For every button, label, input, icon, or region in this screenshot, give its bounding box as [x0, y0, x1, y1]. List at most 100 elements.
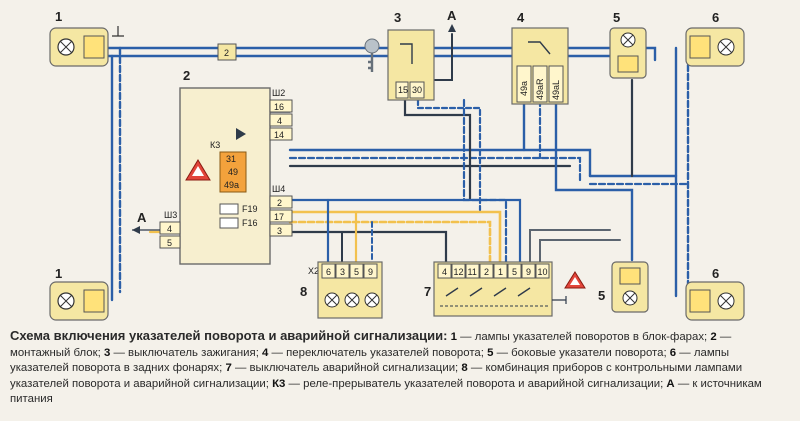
wire-front-top — [106, 46, 657, 62]
label-1-top: 1 — [55, 9, 62, 24]
sw7-pin-box — [465, 263, 480, 279]
sw7-pin-box — [535, 263, 550, 279]
caption-key-4: 5 — [487, 346, 494, 359]
caption-key-2: 3 — [103, 346, 111, 359]
mounting-block: 2 Ш2 16 4 14 Ш4 2 17 3 К3 31 49 49a — [132, 68, 293, 265]
arrow-up-icon — [448, 24, 456, 32]
caption-text-9: — к источникам питания — [10, 377, 762, 406]
sh4-pin-3: 3 — [277, 226, 282, 236]
ign-pin-15: 15 — [398, 85, 408, 95]
label-2: 2 — [183, 68, 190, 83]
hazard-triangle-inner — [192, 166, 204, 176]
figure-caption: Схема включения указателей поворота и ав… — [10, 328, 790, 408]
diode-icon — [236, 128, 246, 140]
caption-key-1: 2 — [710, 331, 717, 343]
sw7-pin-9: 9 — [526, 267, 531, 277]
caption-text-1: — монтажный блок; — [10, 331, 732, 359]
wire-yellow-2 — [288, 220, 492, 264]
ignition-switch: 3 15 30 A — [364, 8, 457, 101]
side-repeater-bottom: 5 — [598, 261, 649, 313]
relay-pin-49: 49 — [228, 167, 238, 177]
wire-ign-30 — [416, 98, 482, 212]
wire-yellow-1 — [288, 210, 502, 264]
sw7-pin-10: 10 — [538, 267, 548, 277]
ground-icon — [112, 26, 124, 37]
caption-text-6: — выключатель аварийной сигнализации; — [231, 362, 462, 375]
sw7-pin-1: 1 — [498, 267, 503, 277]
relay-pin-31: 31 — [226, 154, 236, 164]
arrow-head — [132, 226, 140, 234]
fuse-f19: F19 — [242, 204, 258, 214]
relay-k3: 31 49 49a — [219, 151, 247, 193]
rear-left-front-lamp: 1 — [49, 266, 109, 321]
wire-grey-2 — [539, 239, 621, 263]
caption-text-8: — реле-прерыватель указателей поворота и… — [285, 377, 667, 390]
caption-text-0: — лампы указателей поворотов в блок-фара… — [456, 331, 711, 343]
sw4-pin-49aR: 49aR — [535, 78, 545, 100]
wire-blue-hazard — [288, 198, 522, 264]
x2-pin-6: 6 — [326, 267, 331, 277]
sw4-pin-49a: 49a — [519, 81, 529, 96]
wire-ign-15 — [403, 98, 472, 202]
connector-sh3: 4 5 — [159, 221, 181, 249]
sh4-pin-2: 2 — [277, 198, 282, 208]
sw7-pin-box — [521, 263, 536, 279]
sh2-pin-16: 16 — [274, 102, 284, 112]
connector-sh2: 16 4 14 — [269, 99, 293, 141]
label-6-bottom: 6 — [712, 266, 719, 281]
sw7-pin-5: 5 — [512, 267, 517, 277]
wire-band-2 — [288, 156, 582, 182]
caption-text-7: — комбинация приборов с контрольными лам… — [10, 362, 743, 390]
key-icon — [364, 38, 380, 54]
sw7-pin-box — [451, 263, 466, 279]
label-5-bottom: 5 — [598, 288, 605, 303]
x2-pin-5: 5 — [354, 267, 359, 277]
turn-signal-switch: 4 49a 49aR 49aL — [511, 10, 569, 105]
connector-pin-2: 2 — [224, 48, 229, 58]
wire-sw4-c — [554, 98, 634, 262]
caption-key-7: 8 — [461, 362, 468, 375]
caption-key-8: К3 — [272, 377, 286, 390]
label-1-bottom: 1 — [55, 266, 62, 281]
caption-key-9: А — [666, 377, 675, 390]
ign-pin-30: 30 — [412, 85, 422, 95]
sw7-pin-2: 2 — [484, 267, 489, 277]
fuse-block: F19 F16 — [219, 203, 258, 229]
side-repeater-top: 5 — [609, 10, 647, 79]
wires — [106, 33, 690, 302]
relay-pin-49a: 49a — [224, 180, 239, 190]
label-A-left: A — [137, 210, 147, 225]
sw4-pin-49aL: 49aL — [551, 80, 561, 100]
inline-connector: 2 — [217, 43, 237, 61]
caption-text-4: — боковые указатели поворота; — [493, 346, 670, 359]
connector-sh4: 2 17 3 — [269, 195, 293, 237]
caption-text-3: — переключатель указателей поворота; — [268, 346, 488, 359]
sh3-pin-4: 4 — [167, 224, 172, 234]
caption-items: 1 — лампы указателей поворотов в блок-фа… — [10, 331, 762, 405]
label-8: 8 — [300, 284, 307, 299]
sw7-pin-12: 12 — [454, 267, 464, 277]
caption-key-0: 1 — [450, 331, 457, 343]
caption-key-6: 7 — [225, 362, 232, 375]
label-A-top: A — [447, 8, 457, 23]
sw7-pin-11: 11 — [468, 267, 477, 277]
sh2-pin-4: 4 — [277, 116, 282, 126]
front-left-lamp: 1 — [49, 9, 124, 67]
caption-title: Схема включения указателей поворота и ав… — [10, 328, 448, 343]
caption-text-2: — выключатель зажигания; — [110, 346, 263, 359]
sh4-pin-17: 17 — [274, 212, 284, 222]
label-k3: К3 — [210, 140, 220, 150]
x2-pins: 6 3 5 9 — [321, 263, 378, 279]
label-x2: Х2 — [308, 266, 319, 276]
wire-to-A-top — [429, 33, 453, 81]
label-7: 7 — [424, 284, 431, 299]
ground-icon — [552, 296, 567, 304]
label-sh3: Ш3 — [164, 210, 177, 220]
label-3: 3 — [394, 10, 401, 25]
wire-band-1 — [288, 148, 592, 178]
label-4: 4 — [517, 10, 525, 25]
label-5-top: 5 — [613, 10, 620, 25]
label-sh4: Ш4 — [272, 184, 285, 194]
